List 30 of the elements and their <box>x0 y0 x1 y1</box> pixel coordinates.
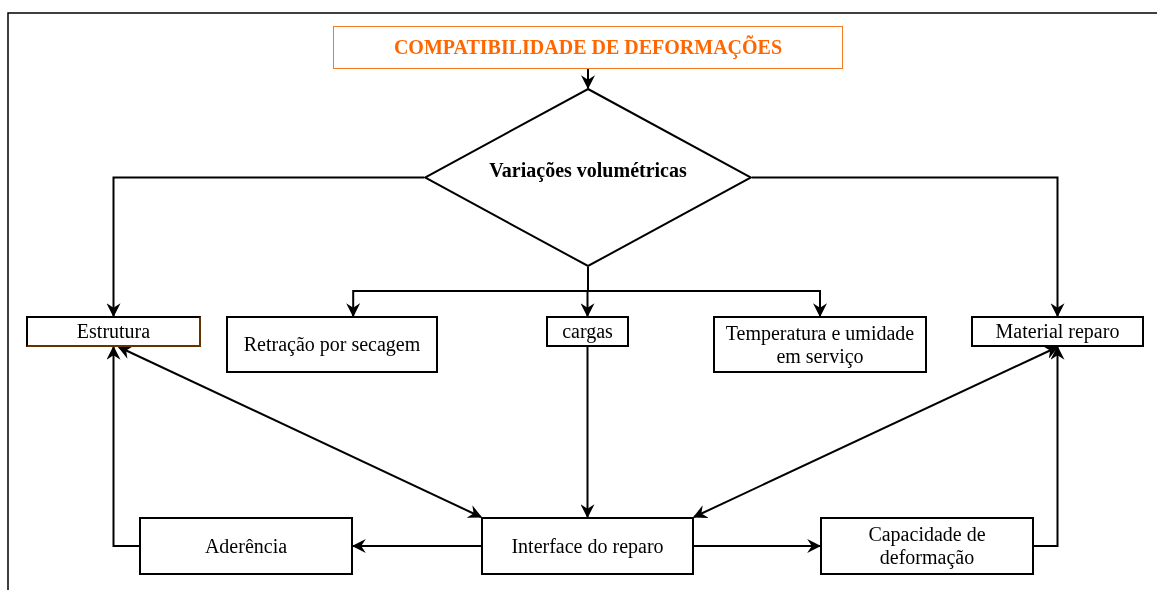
box-label: Temperatura e umidade em serviço <box>724 321 916 368</box>
title-text: COMPATIBILIDADE DE DEFORMAÇÕES <box>393 36 783 59</box>
box-label: Material reparo <box>995 320 1120 343</box>
box-label: Estrutura <box>76 320 151 343</box>
arrow <box>693 539 822 553</box>
box-label: Interface do reparo <box>511 534 664 558</box>
arrow <box>106 345 140 547</box>
process-box <box>226 316 438 373</box>
arrow <box>751 176 1065 318</box>
process-box <box>481 517 694 575</box>
box-label: Capacidade de deformação <box>867 523 987 569</box>
arrow <box>587 266 827 318</box>
arrow <box>581 68 595 90</box>
arrow <box>117 346 483 518</box>
arrow <box>580 346 595 519</box>
diamond-label: Variações volumétricas <box>489 159 687 182</box>
process-box <box>713 316 927 373</box>
arrow <box>1033 345 1065 547</box>
box-label: Retração por secagem <box>243 333 421 356</box>
process-box <box>971 316 1144 347</box>
decision-diamond <box>424 88 752 267</box>
process-box <box>26 316 201 347</box>
arrow <box>106 176 425 318</box>
box-label: Aderência <box>204 534 288 558</box>
process-box <box>139 517 353 575</box>
process-box <box>546 316 629 347</box>
box-label: cargas <box>562 320 613 343</box>
process-box <box>820 517 1034 575</box>
title-box <box>333 26 843 69</box>
arrow <box>692 346 1059 518</box>
